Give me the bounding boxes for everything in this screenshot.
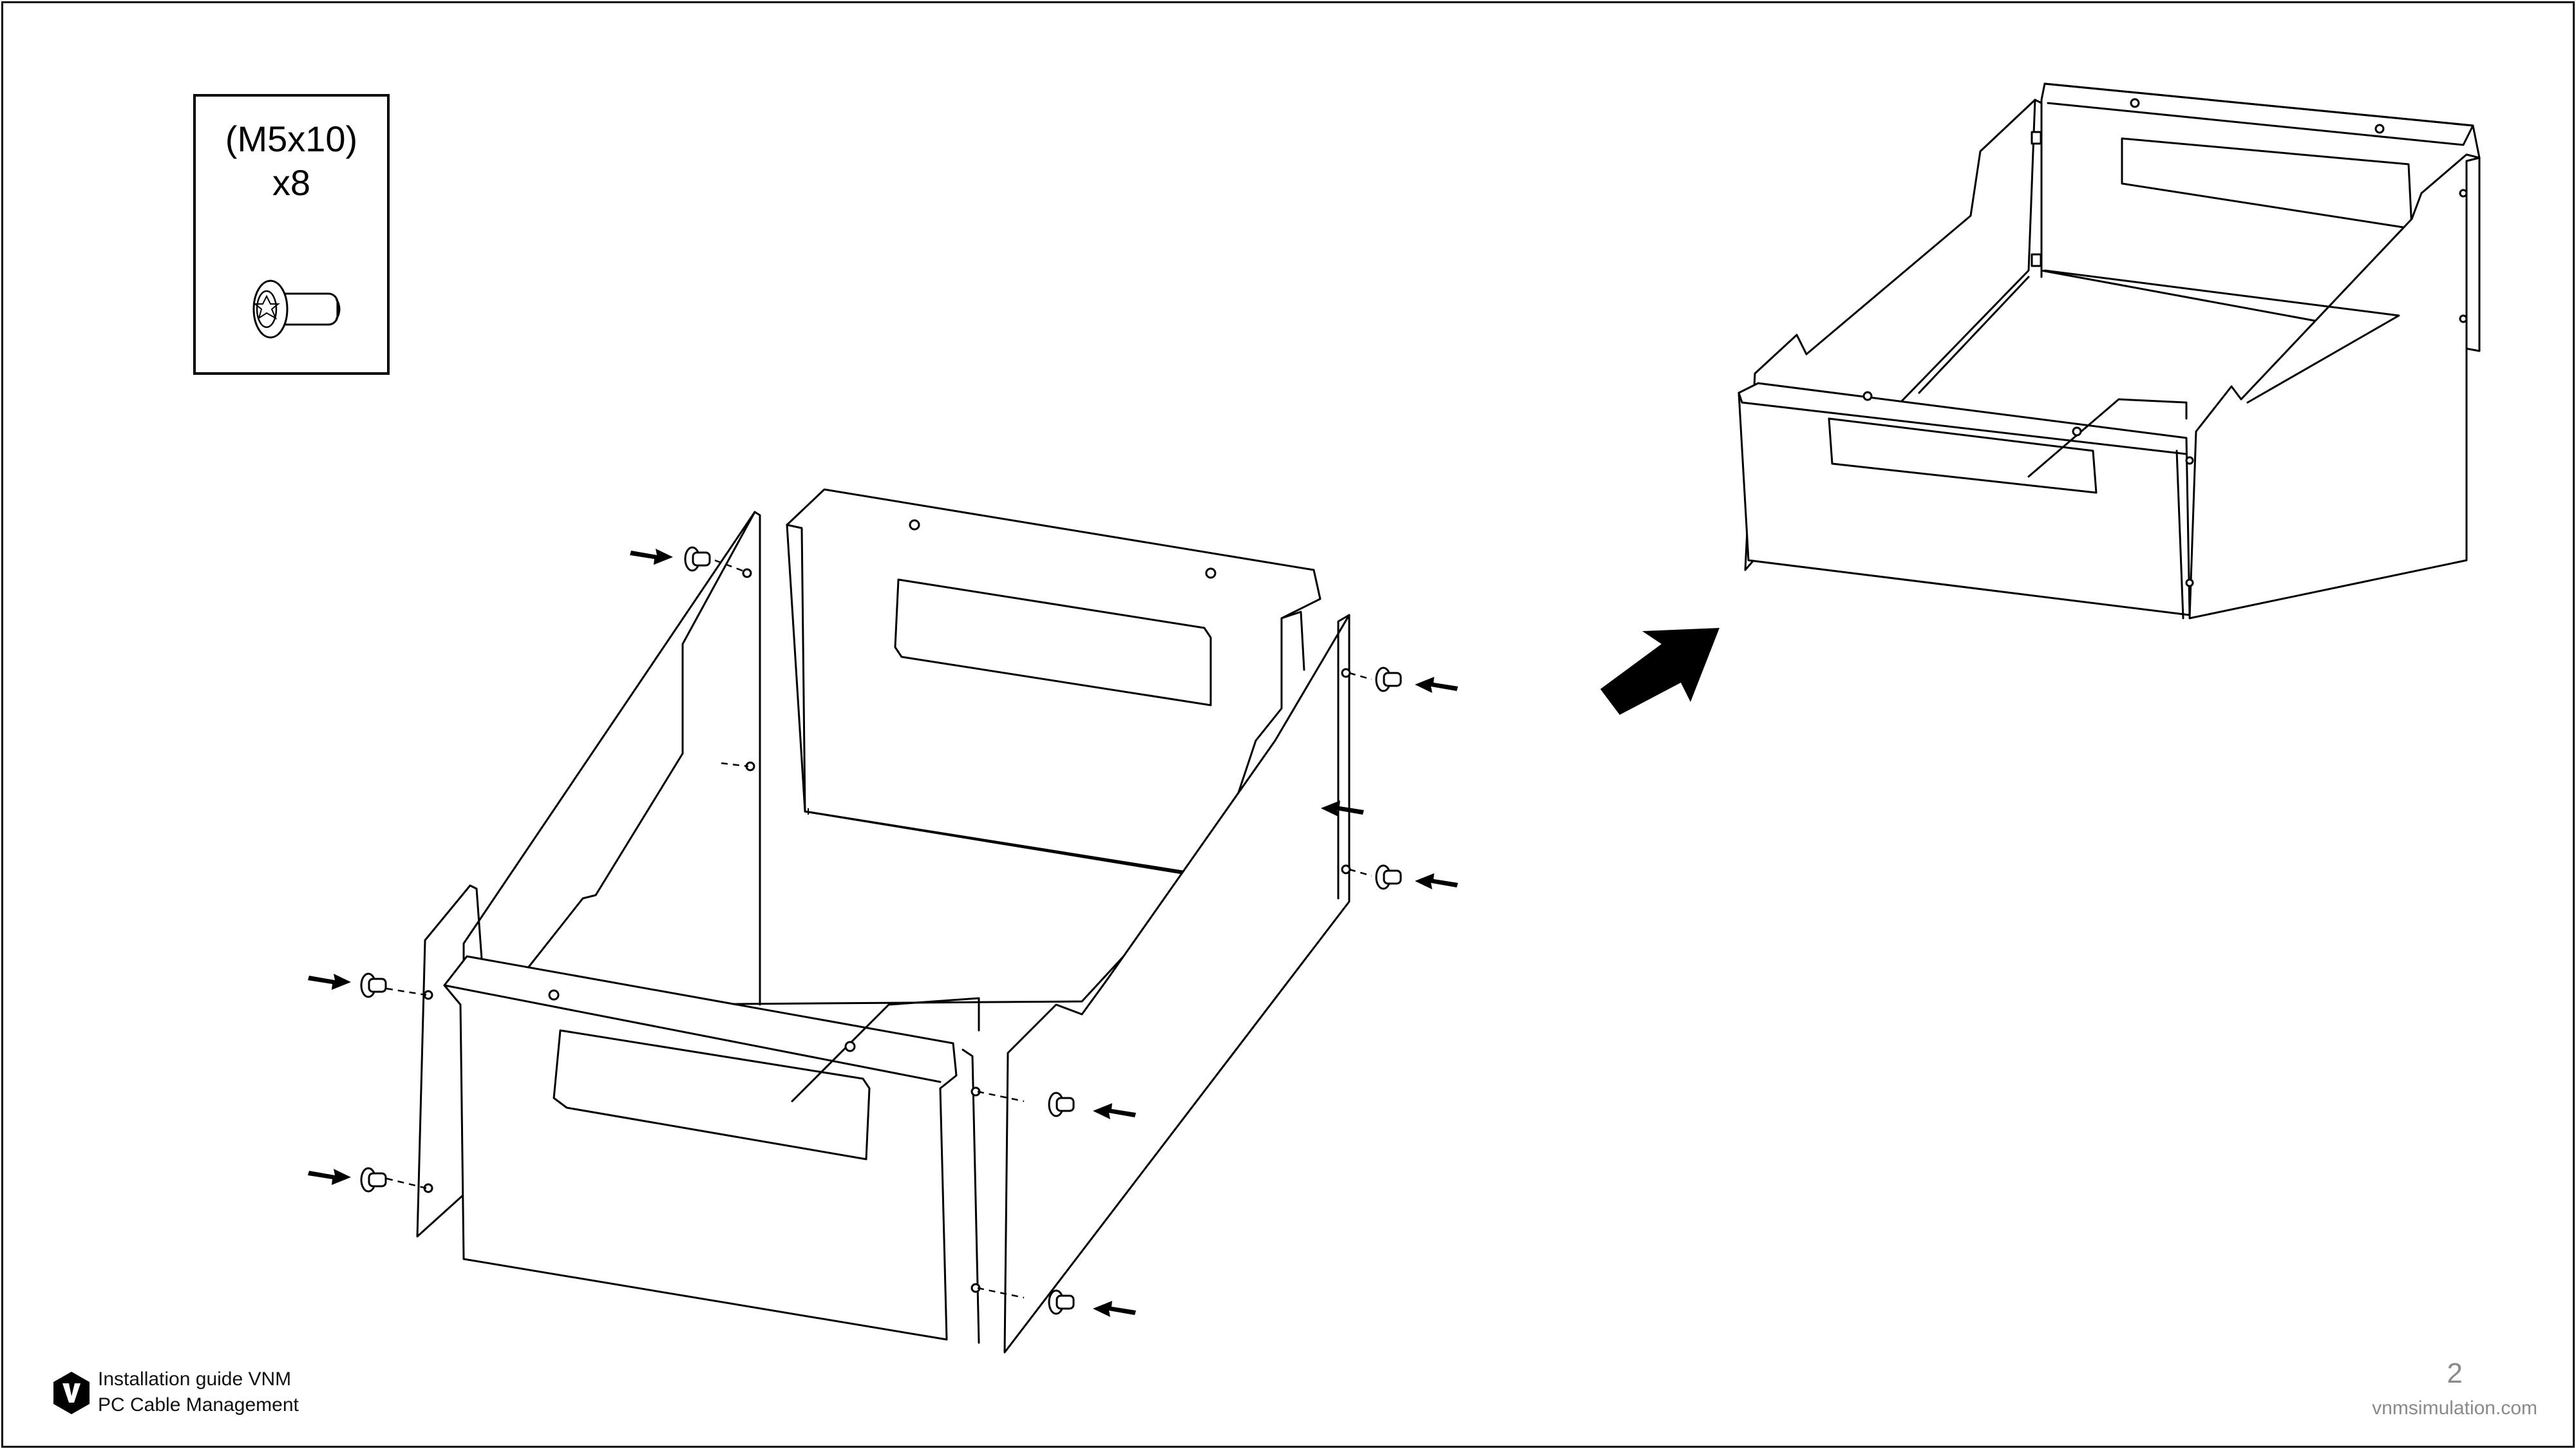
screw: [684, 546, 711, 572]
footer-subtitle: PC Cable Management: [98, 1394, 299, 1416]
front-panel-cutout: [553, 1029, 871, 1160]
front-panel: [443, 955, 958, 1341]
website-label: vnmsimulation.com: [2372, 1397, 2537, 1419]
insert-arrow: [1415, 873, 1458, 889]
page-number: 2: [2447, 1358, 2463, 1389]
insert-arrow: [630, 549, 673, 565]
insert-arrow: [308, 974, 351, 990]
back-panel-cutout: [894, 578, 1212, 706]
parts-spec: (M5x10): [225, 118, 358, 159]
parts-box: (M5x10) x8: [193, 94, 390, 375]
screw: [1375, 864, 1402, 890]
insert-arrow: [1321, 800, 1364, 817]
screw: [360, 972, 387, 998]
insert-arrow: [1093, 1103, 1136, 1119]
screw-icon: [252, 279, 341, 339]
vnm-logo-icon: [53, 1372, 90, 1414]
screw: [1048, 1092, 1075, 1117]
assembled-tray: [1738, 82, 2481, 620]
back-panel: [786, 488, 1321, 877]
insert-arrow: [1093, 1301, 1136, 1317]
footer-title: Installation guide VNM: [98, 1368, 292, 1390]
assembled-front-cutout: [1828, 417, 2098, 494]
parts-quantity: x8: [272, 162, 311, 203]
step-arrow: [1600, 628, 1719, 715]
screw: [360, 1167, 387, 1193]
screw: [1048, 1289, 1075, 1315]
insert-arrow: [308, 1169, 351, 1185]
footer-text: Installation guide VNM PC Cable Manageme…: [98, 1367, 299, 1418]
exploded-tray-assembly: [308, 488, 1458, 1354]
right-side-panel: [1003, 614, 1350, 1354]
insert-arrow: [1415, 677, 1458, 693]
screw: [1375, 667, 1402, 692]
